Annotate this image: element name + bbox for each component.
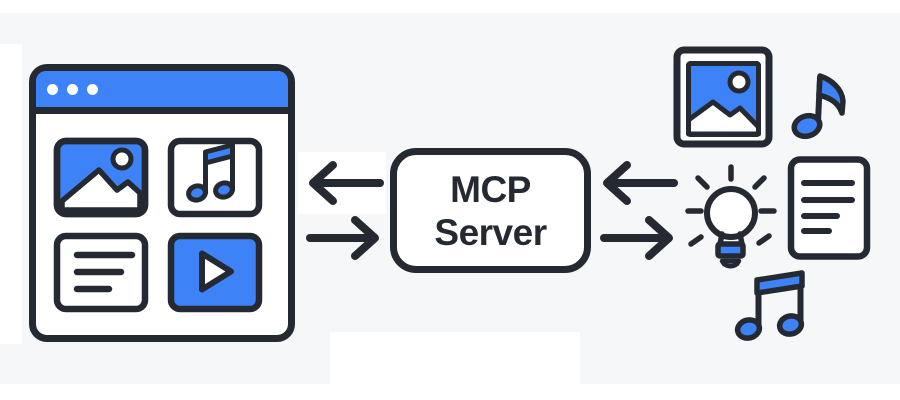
bg-patch [0, 44, 22, 344]
note-flag [816, 73, 846, 116]
text-tile [53, 232, 149, 313]
mountains-shape [59, 167, 143, 213]
photo-canvas-overlay [686, 61, 761, 137]
note-head [734, 317, 763, 341]
note-beam [754, 270, 805, 296]
document-lines [801, 180, 855, 234]
note-head [776, 313, 805, 337]
arrow-right-icon [306, 216, 379, 260]
note-head [791, 112, 823, 140]
bulb-glass [704, 186, 758, 240]
server-title-line2: Server [434, 211, 547, 253]
arrow-left-icon [309, 161, 384, 205]
bg-patch [0, 384, 900, 400]
arrow-left-icon [603, 161, 678, 205]
image-tile [53, 137, 149, 218]
bulb-socket [715, 241, 746, 259]
text-lines [73, 251, 136, 293]
note-beam [203, 142, 235, 166]
eighth-note-icon [791, 73, 846, 140]
note-head [186, 183, 208, 203]
window-titlebar [36, 71, 288, 114]
window-dot [67, 83, 78, 95]
window-dot [87, 83, 98, 95]
music-tile [167, 137, 263, 218]
server-title-line1: MCP [450, 168, 531, 210]
video-tile [167, 232, 263, 313]
document-page [787, 156, 871, 260]
client-app-window [29, 64, 295, 342]
window-dot [47, 83, 58, 95]
note-head [213, 180, 235, 200]
light-rays [685, 164, 777, 247]
sun-shape [727, 70, 751, 94]
server-resource-arrows [600, 161, 678, 260]
mcp-server-box: MCP Server [390, 148, 591, 273]
bg-patch [0, 0, 900, 13]
beamed-notes-icon [734, 270, 805, 341]
play-icon [199, 250, 234, 293]
document-icon [787, 156, 871, 260]
bg-patch [330, 332, 580, 384]
sun-shape [110, 147, 134, 171]
tile-frame-overlay [53, 137, 149, 218]
client-server-arrows [306, 161, 384, 260]
framed-image-icon [673, 46, 773, 148]
arrow-right-icon [600, 216, 673, 260]
lightbulb-icon [685, 164, 777, 269]
bulb-base [719, 258, 742, 269]
